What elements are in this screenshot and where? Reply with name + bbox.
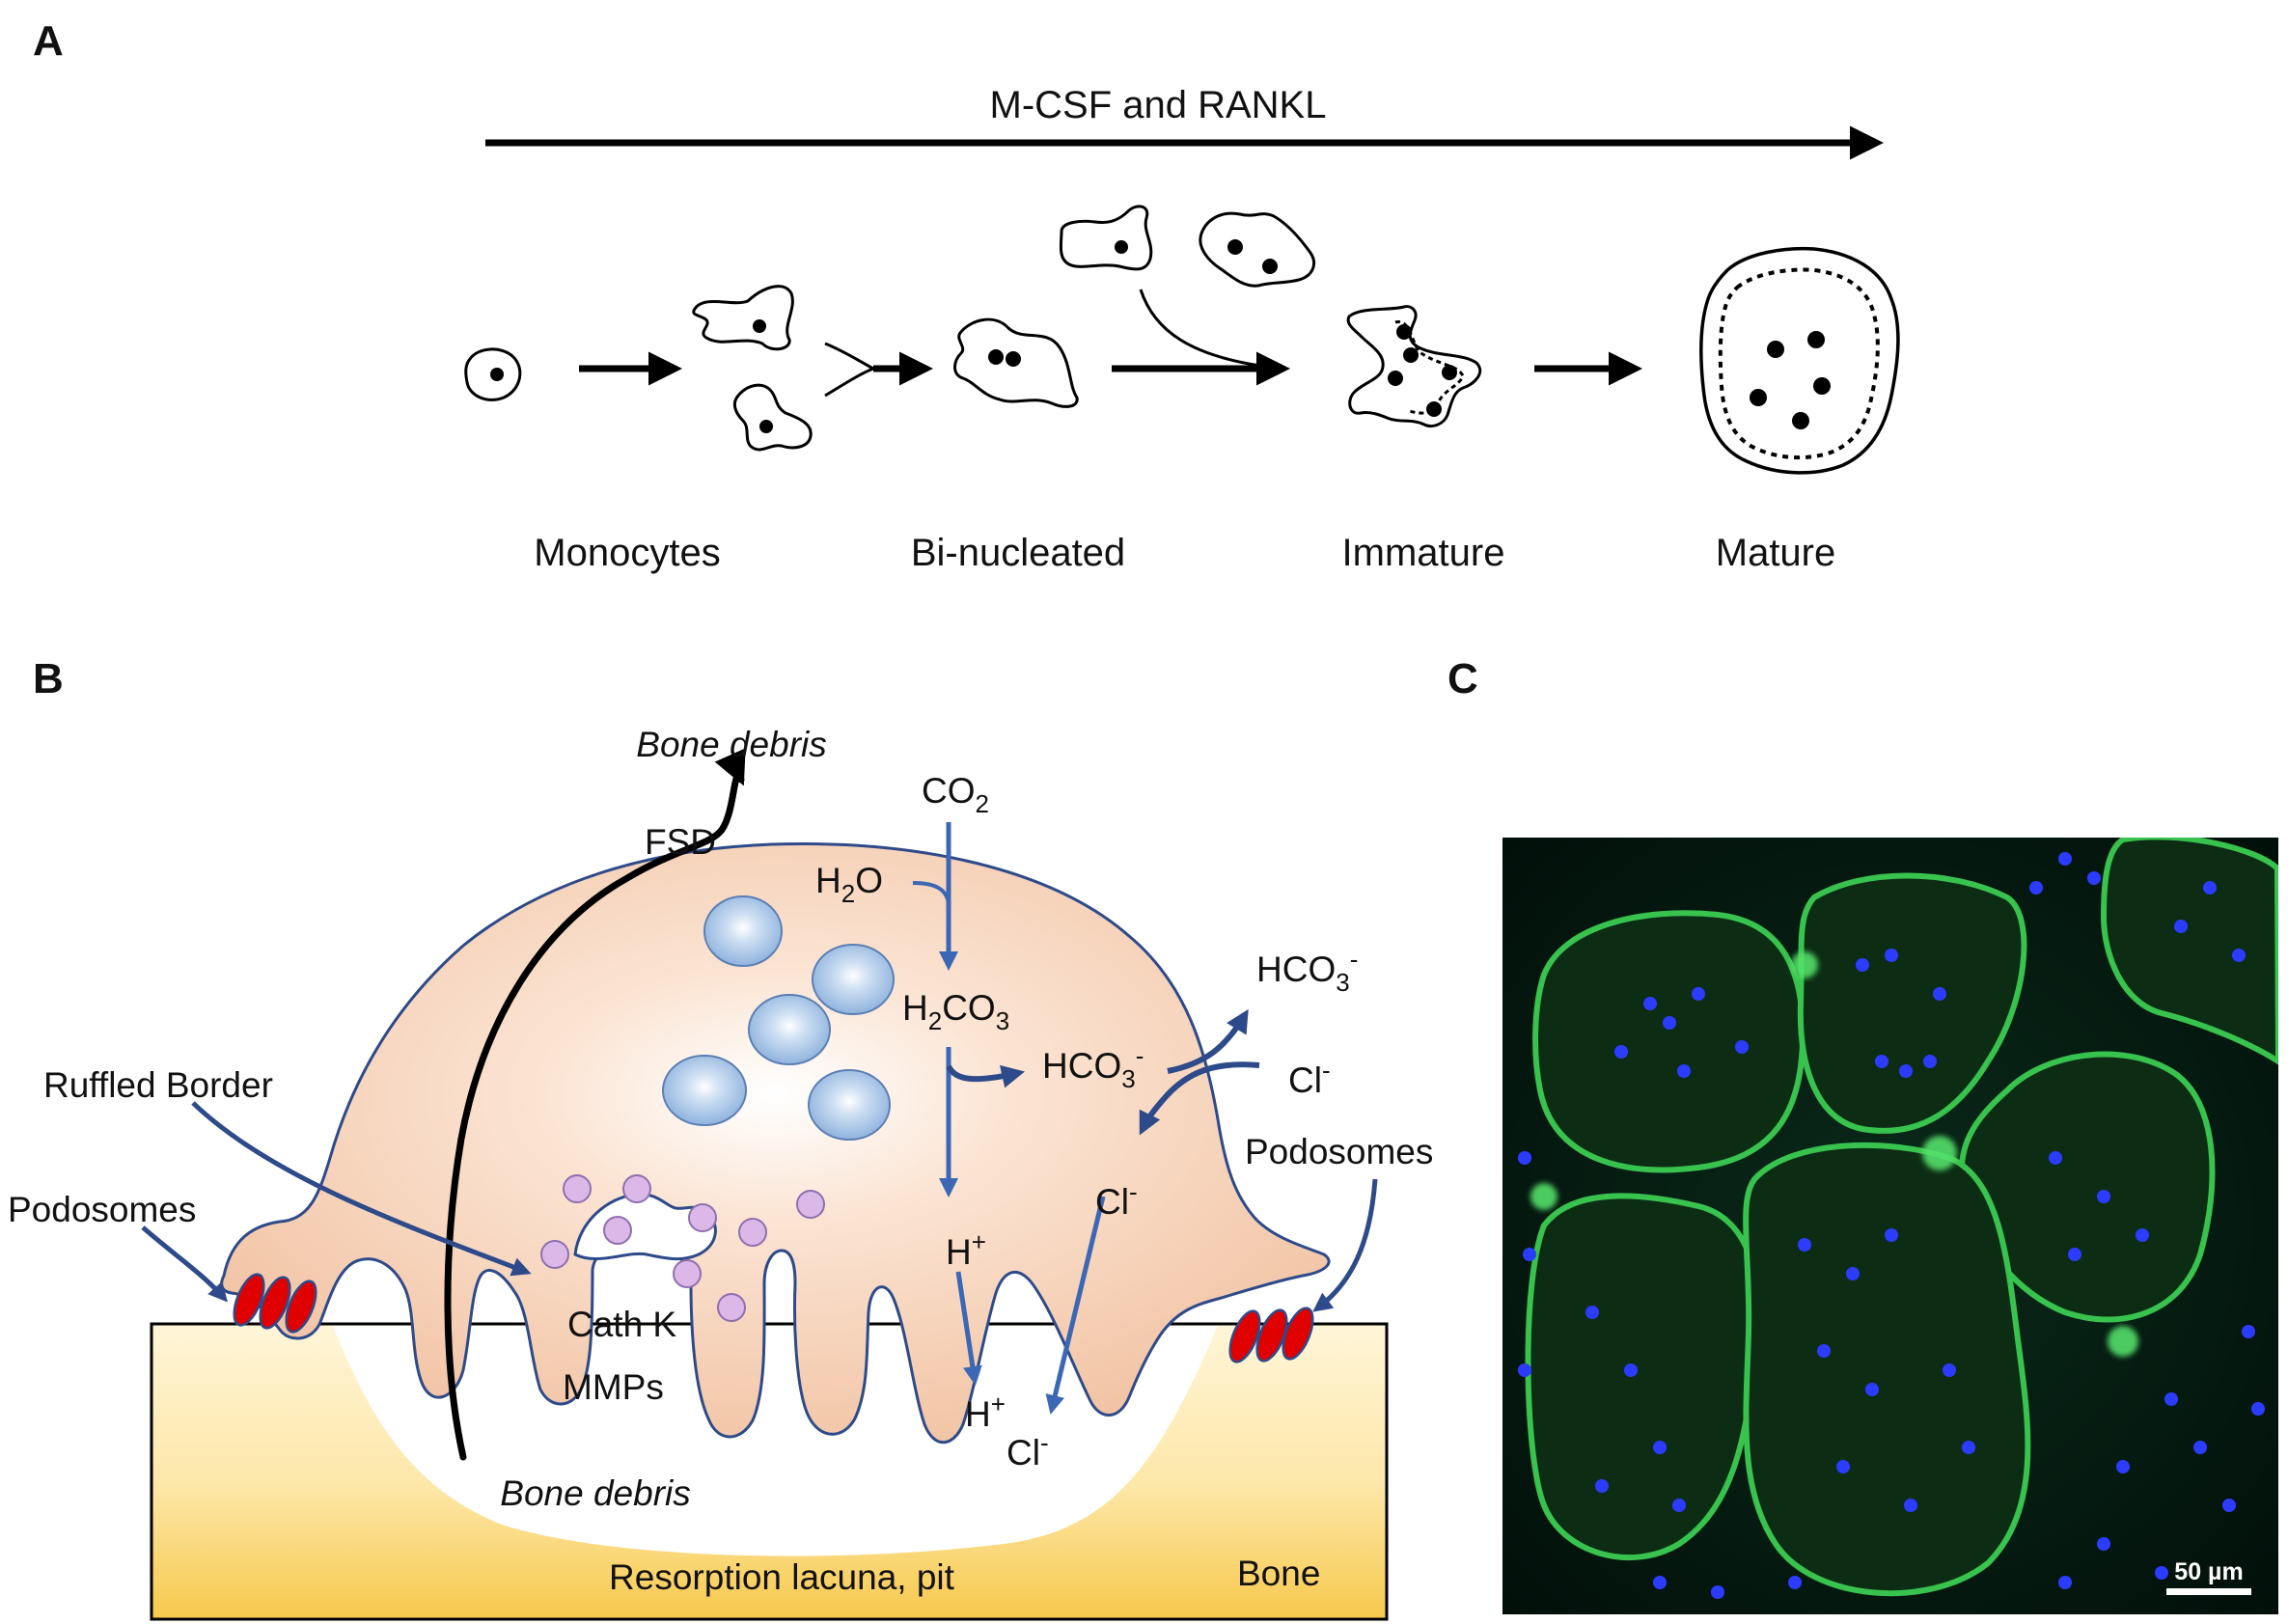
arrow-podosomes-left — [141, 1225, 228, 1303]
nuclei — [1518, 852, 2265, 1599]
immature-osteoclast — [1346, 305, 1482, 428]
stage-label-mature: Mature — [1716, 532, 1836, 574]
arrow-hco3-exchange — [1167, 1008, 1249, 1074]
osteoclast-body — [220, 842, 1331, 1445]
h2o-label: H2O — [815, 861, 883, 908]
ruffled-border-label: Ruffled Border — [43, 1065, 273, 1105]
cath-k-label: Cath K — [567, 1305, 676, 1344]
arrow-h-secretion — [955, 1271, 982, 1386]
resorption-lacuna-label: Resorption lacuna, pit — [609, 1557, 955, 1597]
arrow-cl-secretion — [1045, 1196, 1106, 1415]
arrow-ruffled-border — [191, 1101, 532, 1277]
hco3-outer-label: HCO3- — [1256, 945, 1358, 997]
secretory-vesicles-large — [662, 895, 895, 1141]
hco3-inner-label: HCO3- — [1042, 1041, 1144, 1093]
incoming-mononuclear-cell — [1059, 205, 1153, 271]
fluorescence-micrograph: 50 µm — [1502, 838, 2278, 1614]
bone-label: Bone — [1237, 1554, 1320, 1593]
scale-bar-label: 50 µm — [2174, 1558, 2243, 1585]
monocyte-cell — [464, 347, 522, 401]
arrow-podosomes-right — [1312, 1178, 1378, 1312]
mononuclear-cell-lower — [732, 383, 813, 452]
panel-label-b: B — [33, 655, 64, 702]
podosomes-left-label: Podosomes — [8, 1190, 196, 1229]
scale-bar: 50 µm — [2166, 1558, 2251, 1595]
transcytosis-path — [444, 748, 746, 1461]
fsd-label: FSD — [645, 822, 716, 862]
podosomes-left-cluster — [233, 1273, 317, 1334]
binucleated-cell — [953, 317, 1079, 408]
arrow-h2co3-to-hco3 — [946, 1064, 1026, 1088]
podosomes-right-label: Podosomes — [1245, 1132, 1433, 1171]
bone-debris-bottom-label: Bone debris — [500, 1473, 690, 1513]
panel-label-c: C — [1447, 655, 1478, 702]
cl-inner-label: Cl- — [1095, 1177, 1138, 1222]
cl-lacuna-label: Cl- — [1006, 1428, 1049, 1473]
h-lacuna-label: H+ — [965, 1390, 1006, 1434]
podosomes-right-cluster — [1228, 1307, 1314, 1363]
mononuclear-cell-upper — [692, 285, 794, 351]
membrane-junctions — [1530, 951, 2138, 1357]
mature-osteoclast — [1698, 246, 1900, 475]
stage-label-monocytes: Monocytes — [534, 532, 720, 574]
cl-outer-label: Cl- — [1288, 1056, 1331, 1100]
stage-label-binucleated: Bi-nucleated — [911, 532, 1125, 574]
fusion-line-2 — [1139, 289, 1284, 371]
mmps-label: MMPs — [563, 1367, 664, 1407]
incoming-binucleated-cell — [1199, 211, 1315, 288]
h-inner-label: H+ — [946, 1227, 986, 1272]
mcsf-rankl-label: M-CSF and RANKL — [990, 84, 1327, 126]
h2co3-label: H2CO3 — [902, 988, 1009, 1035]
co2-label: CO2 — [922, 771, 989, 818]
arrow-cl-entry — [1139, 1061, 1260, 1136]
osteoclast-membranes — [1525, 838, 2278, 1597]
arrow-h2o-join — [912, 881, 951, 908]
stage-label-immature: Immature — [1342, 532, 1505, 574]
fusion-lines-1 — [824, 342, 874, 398]
panel-label-a: A — [33, 17, 64, 65]
lysosomal-vesicles-small — [540, 1174, 825, 1322]
bone-debris-top-label: Bone debris — [636, 725, 826, 764]
